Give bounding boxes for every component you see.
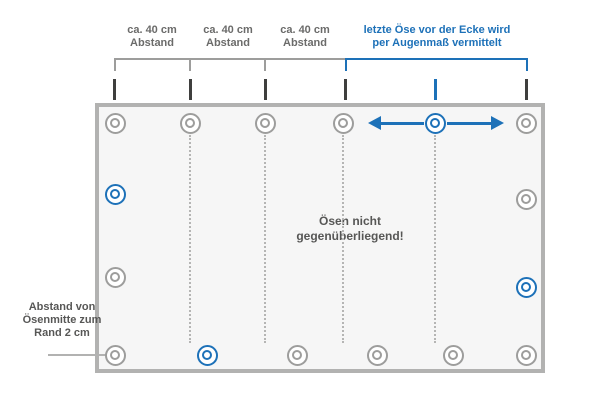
eyelet — [515, 188, 537, 210]
leader-line — [48, 354, 112, 356]
eyelet-core — [521, 118, 531, 128]
measure-tick — [344, 79, 347, 100]
spacing-label-2: ca. 40 cm Abstand — [183, 24, 273, 50]
edge-note-line: Abstand von — [28, 301, 96, 313]
eyelet — [515, 112, 537, 134]
eyelet — [104, 266, 126, 288]
corner-note-line: letzte Öse vor der Ecke wird — [363, 24, 511, 36]
tarp-canvas — [95, 103, 545, 373]
eyelet-core — [521, 282, 531, 292]
eyelet — [366, 344, 388, 366]
corner-note-line: per Augenmaß vermittelt — [372, 37, 502, 49]
eyelet-core — [521, 350, 531, 360]
eyelet — [104, 344, 126, 366]
spacing-label-3: ca. 40 cm Abstand — [260, 24, 350, 50]
arrowhead — [368, 116, 381, 130]
bracket-tick — [264, 60, 266, 71]
arrow-shaft — [380, 122, 424, 125]
eyelet-core — [110, 350, 120, 360]
measure-tick — [264, 79, 267, 100]
eyelet — [254, 112, 276, 134]
eyelet-core — [521, 194, 531, 204]
guide-line — [189, 135, 191, 343]
measure-tick — [525, 79, 528, 100]
guide-line — [434, 135, 436, 343]
center-note-line: gegenüberliegend! — [296, 229, 404, 243]
arrow-shaft — [447, 122, 491, 125]
center-note: Ösen nicht gegenüberliegend! — [265, 214, 435, 244]
eyelet — [515, 276, 537, 298]
eyelet — [442, 344, 464, 366]
guide-line — [264, 135, 266, 343]
spacing-label-line: ca. 40 cm — [280, 24, 330, 36]
eyelet-core — [202, 350, 212, 360]
eyelet — [515, 344, 537, 366]
bracket-tick — [189, 60, 191, 71]
spacing-label-line: Abstand — [130, 37, 174, 49]
eyelet — [424, 112, 446, 134]
measure-tick — [113, 79, 116, 100]
corner-note: letzte Öse vor der Ecke wird per Augenma… — [331, 24, 543, 50]
spacing-label-1: ca. 40 cm Abstand — [107, 24, 197, 50]
eyelet — [286, 344, 308, 366]
eyelet-core — [292, 350, 302, 360]
spacing-label-line: Abstand — [283, 37, 327, 49]
eyelet-core — [260, 118, 270, 128]
center-note-line: Ösen nicht — [318, 214, 381, 228]
eyelet-core — [430, 118, 440, 128]
edge-note-line: Rand 2 cm — [34, 327, 90, 339]
spacing-label-line: ca. 40 cm — [127, 24, 177, 36]
bracket-tick — [114, 60, 116, 71]
measure-tick — [189, 79, 192, 100]
spacing-label-line: ca. 40 cm — [203, 24, 253, 36]
spacing-label-line: Abstand — [206, 37, 250, 49]
eyelet — [179, 112, 201, 134]
bracket-tick — [345, 60, 347, 71]
eyelet-core — [185, 118, 195, 128]
eyelet-core — [110, 272, 120, 282]
eyelet-core — [372, 350, 382, 360]
eyelet — [104, 112, 126, 134]
guide-line — [342, 135, 344, 343]
eyelet-core — [448, 350, 458, 360]
bracket-tick — [526, 60, 528, 71]
spacing-bracket-gray — [114, 58, 345, 72]
eyelet — [332, 112, 354, 134]
corner-bracket-blue — [345, 58, 528, 72]
edge-note-line: Ösenmitte zum — [22, 314, 102, 326]
eyelet — [104, 183, 126, 205]
eyelet — [196, 344, 218, 366]
eyelet-core — [110, 189, 120, 199]
measure-tick — [434, 79, 437, 100]
eyelet-core — [338, 118, 348, 128]
eyelet-core — [110, 118, 120, 128]
arrowhead — [491, 116, 504, 130]
edge-note: Abstand von Ösenmitte zum Rand 2 cm — [2, 301, 122, 340]
